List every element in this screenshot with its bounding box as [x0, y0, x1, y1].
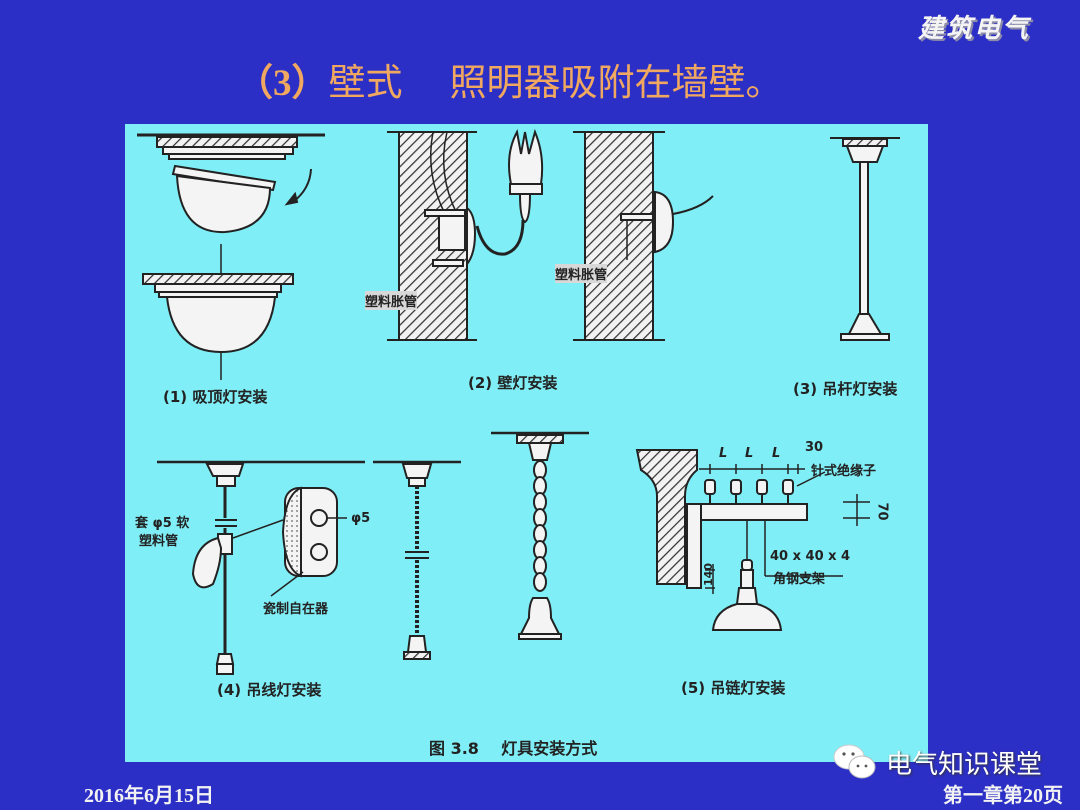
label-sleeve-1: 套 φ5 软: [135, 516, 190, 531]
cord-pendant-figure: [157, 460, 365, 675]
wall-lamp-figure-left: [387, 128, 544, 341]
caption-ceiling-lamp: (1) 吸顶灯安装: [163, 388, 268, 406]
label-plastic-anchor-left: 塑料胀管: [365, 291, 418, 310]
slide-date: 2016年6月15日: [84, 785, 214, 807]
label-dim-70: 70: [874, 502, 890, 521]
slide-page-number: 第一章第20页: [943, 785, 1063, 807]
title-main: 壁式 照明器吸附在墙壁。: [328, 61, 783, 104]
label-dim-140: 140: [701, 563, 715, 586]
slide-title: （3）壁式 照明器吸附在墙壁。: [236, 52, 783, 106]
label-angle-bracket: 角钢支架: [773, 572, 826, 587]
label-dim-30: 30: [805, 440, 824, 455]
figure-caption: 图 3.8 灯具安装方式: [429, 739, 598, 758]
label-pin-insulator: 针式绝缘子: [811, 464, 877, 479]
label-phi5: φ5: [351, 511, 371, 526]
caption-wall-lamp: (2) 壁灯安装: [468, 374, 558, 392]
ceiling-lamp-figure: [137, 133, 325, 380]
figure-panel: 塑料胀管 塑料胀管 (1) 吸顶灯安装 (2) 壁灯安装 (3) 吊杆灯安装 套…: [125, 124, 928, 762]
wechat-icon: [833, 744, 876, 779]
label-porcelain-holder: 瓷制自在器: [263, 602, 329, 617]
label-dim-L1: L: [719, 446, 728, 461]
cord-pendant-middle-figure: [373, 460, 461, 660]
bracket-chain-lamp-figure: [635, 449, 870, 631]
label-sleeve-2: 塑料管: [139, 534, 179, 549]
brand-logo-text: 建筑电气: [918, 14, 1031, 44]
caption-rod-pendant: (3) 吊杆灯安装: [793, 380, 898, 398]
rod-pendant-figure: [830, 137, 900, 341]
chain-pendant-figure: [491, 431, 589, 640]
lamp-installation-diagram: [137, 128, 900, 675]
label-angle-size: 40 x 40 x 4: [770, 549, 851, 564]
label-dim-L2: L: [745, 446, 754, 461]
label-dim-L3: L: [772, 446, 781, 461]
title-prefix: （3）: [236, 63, 329, 104]
label-plastic-anchor-right: 塑料胀管: [555, 264, 608, 283]
caption-chain-lamp: (5) 吊链灯安装: [681, 679, 786, 697]
caption-cord-pendant: (4) 吊线灯安装: [217, 681, 322, 699]
wall-lamp-figure-right: [573, 131, 714, 341]
watermark: 电气知识课堂: [832, 742, 1042, 782]
watermark-text: 电气知识课堂: [886, 749, 1043, 780]
